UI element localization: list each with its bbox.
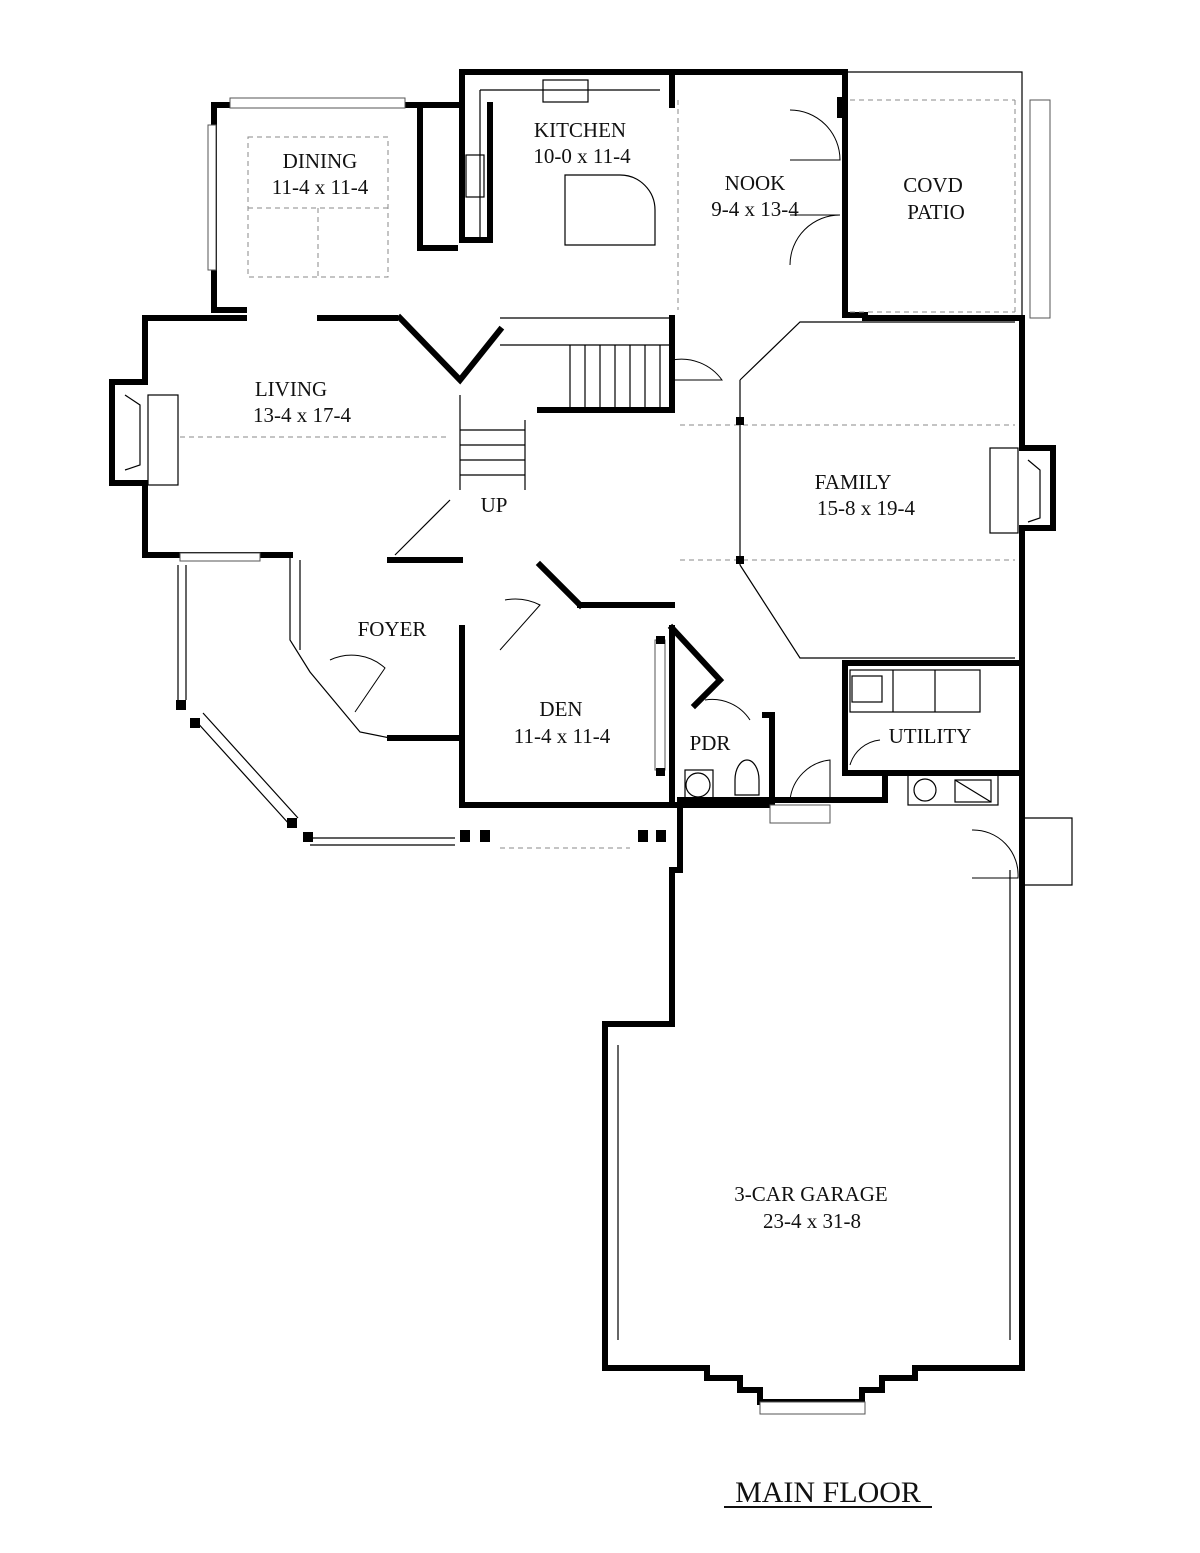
nook-name: NOOK	[725, 171, 786, 195]
pdr-name: PDR	[690, 731, 731, 755]
dining-dims: 11-4 x 11-4	[272, 175, 369, 199]
patio-name-line1: COVD	[903, 173, 963, 197]
den-dims: 11-4 x 11-4	[514, 724, 611, 748]
garage-dims: 23-4 x 31-8	[763, 1209, 861, 1233]
garage-name: 3-CAR GARAGE	[734, 1182, 887, 1206]
plan-title: MAIN FLOOR	[735, 1476, 921, 1509]
foyer-name: FOYER	[358, 617, 427, 641]
kitchen-dims: 10-0 x 11-4	[533, 144, 631, 168]
stairs-up-label: UP	[481, 493, 508, 517]
front-porch	[176, 565, 666, 849]
kitchen-name: KITCHEN	[534, 118, 626, 142]
interior-details	[176, 79, 1019, 879]
living-dims: 13-4 x 17-4	[253, 403, 351, 427]
den-name: DEN	[539, 697, 582, 721]
room-labels: KITCHEN 10-0 x 11-4 DINING 11-4 x 11-4 N…	[253, 118, 971, 1509]
family-name: FAMILY	[815, 470, 892, 494]
living-name: LIVING	[255, 377, 327, 401]
family-dims: 15-8 x 19-4	[817, 496, 915, 520]
nook-dims: 9-4 x 13-4	[711, 197, 799, 221]
dining-name: DINING	[283, 149, 358, 173]
utility-name: UTILITY	[889, 724, 972, 748]
staircase	[459, 344, 723, 490]
patio-name-line2: PATIO	[907, 200, 965, 224]
